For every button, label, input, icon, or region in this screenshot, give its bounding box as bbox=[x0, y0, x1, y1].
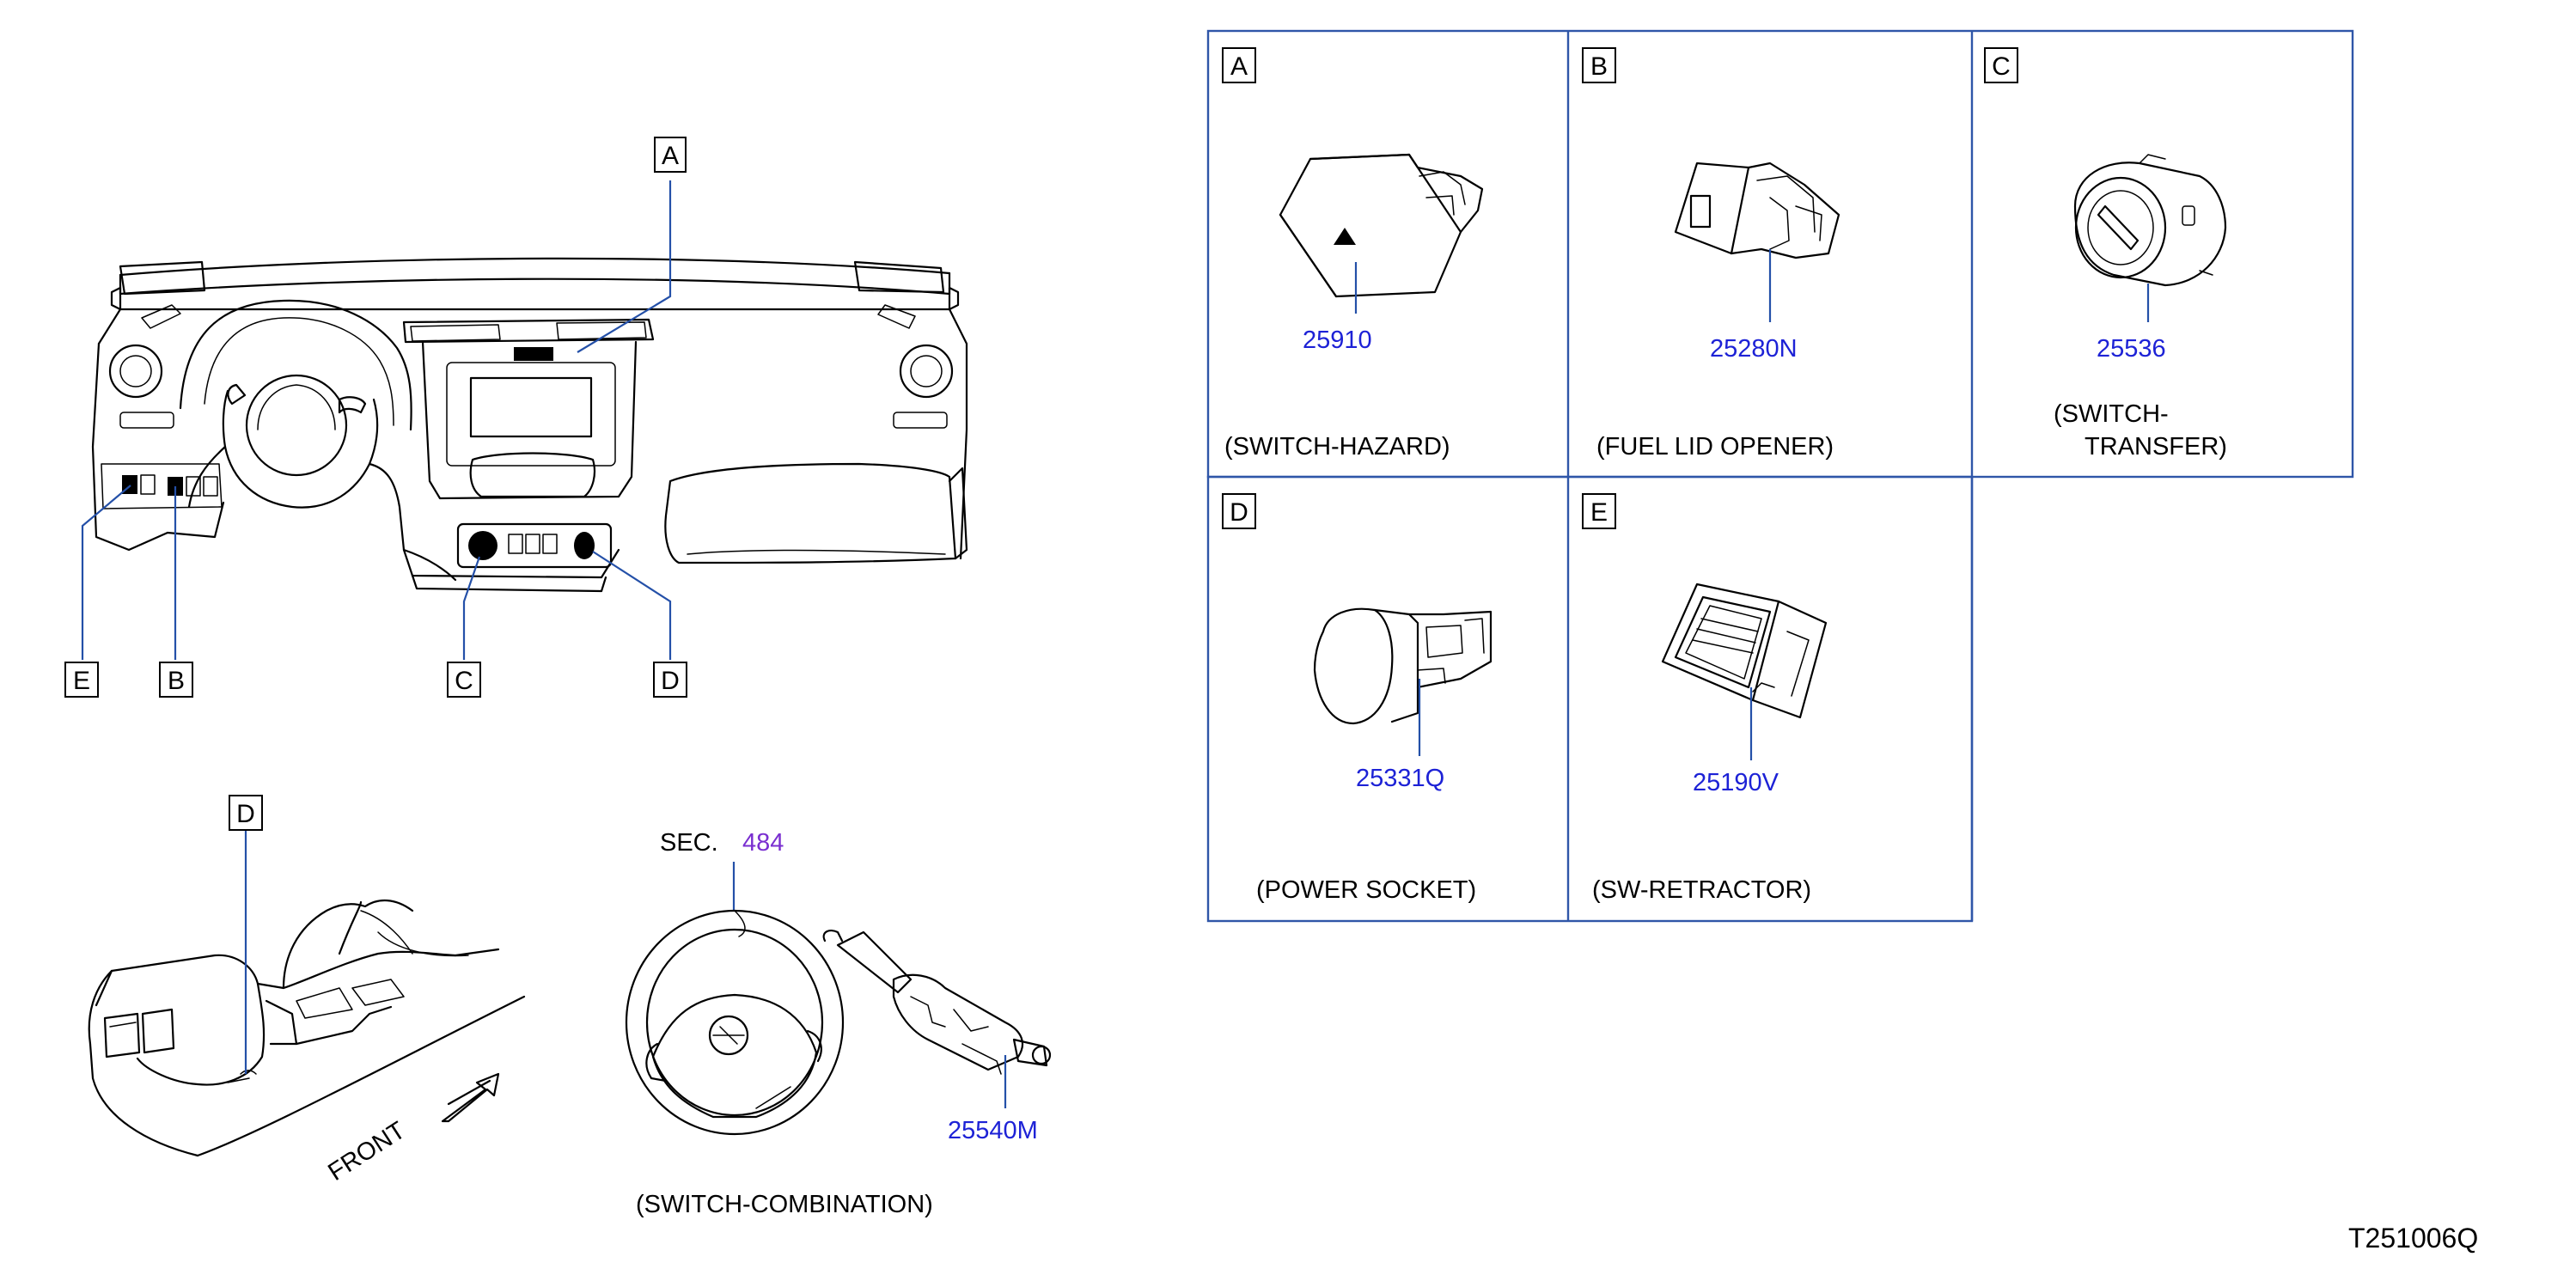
steering-wheel-illustration bbox=[625, 909, 845, 1136]
front-label: FRONT bbox=[323, 1116, 410, 1186]
fuel-lid-opener-illustration bbox=[1674, 162, 1840, 259]
instrument-panel-illustration bbox=[91, 257, 968, 593]
center-console-illustration bbox=[88, 900, 526, 1157]
panel-c: C 25536 (SWITCH- TRANSFER) bbox=[1984, 47, 2227, 461]
svg-text:C: C bbox=[455, 667, 473, 695]
callout-a: A bbox=[654, 137, 687, 173]
svg-text:D: D bbox=[1230, 498, 1248, 527]
power-socket-illustration bbox=[1313, 607, 1492, 725]
callout-e: E bbox=[64, 662, 99, 698]
svg-text:E: E bbox=[73, 667, 90, 695]
svg-text:(SWITCH-HAZARD): (SWITCH-HAZARD) bbox=[1224, 433, 1450, 461]
dashboard-leader-lines bbox=[81, 180, 672, 660]
svg-text:TRANSFER): TRANSFER) bbox=[2085, 433, 2227, 461]
svg-text:B: B bbox=[168, 667, 185, 695]
svg-text:SEC.: SEC. bbox=[660, 829, 718, 857]
combination-caption: (SWITCH-COMBINATION) bbox=[636, 1191, 933, 1218]
panel-e: E 25190V (SW-RETRACTOR) bbox=[1582, 493, 1828, 904]
svg-text:D: D bbox=[661, 667, 680, 695]
svg-text:A: A bbox=[1230, 52, 1248, 81]
svg-text:A: A bbox=[662, 142, 679, 170]
svg-text:484: 484 bbox=[742, 829, 784, 857]
svg-text:(FUEL LID OPENER): (FUEL LID OPENER) bbox=[1596, 433, 1834, 461]
console-callout-d: D bbox=[229, 795, 263, 831]
svg-text:25280N: 25280N bbox=[1710, 335, 1798, 363]
callout-c: C bbox=[447, 662, 481, 698]
svg-text:D: D bbox=[236, 800, 255, 828]
svg-text:E: E bbox=[1590, 498, 1608, 527]
callout-b: B bbox=[159, 662, 193, 698]
svg-text:(SW-RETRACTOR): (SW-RETRACTOR) bbox=[1592, 876, 1811, 904]
svg-text:B: B bbox=[1590, 52, 1608, 81]
svg-text:(SWITCH-: (SWITCH- bbox=[2054, 400, 2169, 428]
parts-grid bbox=[1206, 29, 2354, 923]
panel-d: D 25331Q (POWER SOCKET) bbox=[1222, 493, 1492, 904]
combination-switch-illustration bbox=[822, 929, 1052, 1075]
transfer-switch-illustration bbox=[2073, 154, 2227, 287]
svg-text:25331Q: 25331Q bbox=[1356, 765, 1444, 792]
svg-text:(POWER SOCKET): (POWER SOCKET) bbox=[1256, 876, 1476, 904]
panel-b: B 25280N (FUEL LID OPENER) bbox=[1582, 47, 1840, 461]
svg-text:25536: 25536 bbox=[2097, 335, 2166, 363]
front-arrow bbox=[441, 1072, 500, 1123]
combination-part-number: 25540M bbox=[948, 1117, 1038, 1144]
svg-text:C: C bbox=[1992, 52, 2011, 81]
svg-text:25910: 25910 bbox=[1303, 326, 1372, 354]
sw-retractor-illustration bbox=[1661, 583, 1828, 719]
diagram-id: T251006Q bbox=[2348, 1223, 2478, 1254]
section-reference: SEC. 484 bbox=[660, 829, 784, 857]
svg-text:25190V: 25190V bbox=[1693, 769, 1779, 796]
panel-a: A 25910 (SWITCH-HAZARD) bbox=[1222, 47, 1484, 461]
callout-d: D bbox=[653, 662, 687, 698]
hazard-switch-illustration bbox=[1279, 153, 1484, 298]
